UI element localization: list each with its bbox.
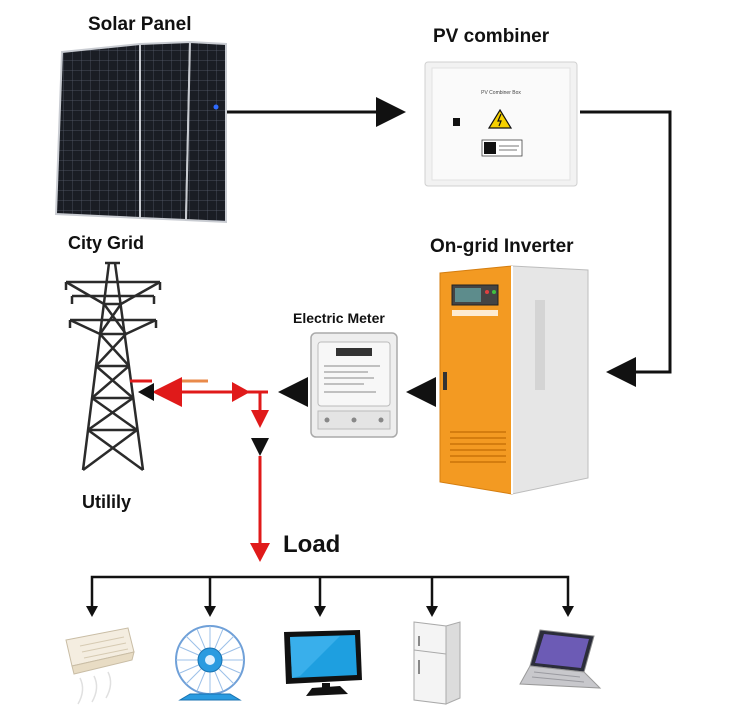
transmission-tower-icon [64,261,162,472]
refrigerator-icon [413,621,461,705]
city-grid-label: City Grid [68,233,145,253]
load-label: Load [283,531,341,558]
on-grid-inverter-icon [439,265,589,495]
air-conditioner-icon [65,627,135,705]
combiner-to-inverter-line [580,110,672,387]
fan-icon [175,625,245,701]
electric-meter-label: Electric Meter [293,310,385,326]
electric-meter-icon [310,332,398,438]
grid-wiring [130,377,270,562]
solar-panel-icon [54,40,227,224]
dc-wiring [227,97,672,407]
solar-panel-label: Solar Panel [88,14,192,35]
pv-combiner-label: PV combiner [433,26,550,47]
tv-icon [284,630,362,696]
inverter-vents [450,431,506,463]
combiner-box-caption: PV Combiner Box [481,90,521,96]
utility-label: Utilily [82,492,132,512]
load-bus [90,575,570,608]
pv-combiner-box-icon: PV Combiner Box [424,61,578,187]
on-grid-inverter-label: On-grid Inverter [430,236,574,257]
laptop-icon [519,629,602,689]
load-arrowheads [86,606,574,617]
